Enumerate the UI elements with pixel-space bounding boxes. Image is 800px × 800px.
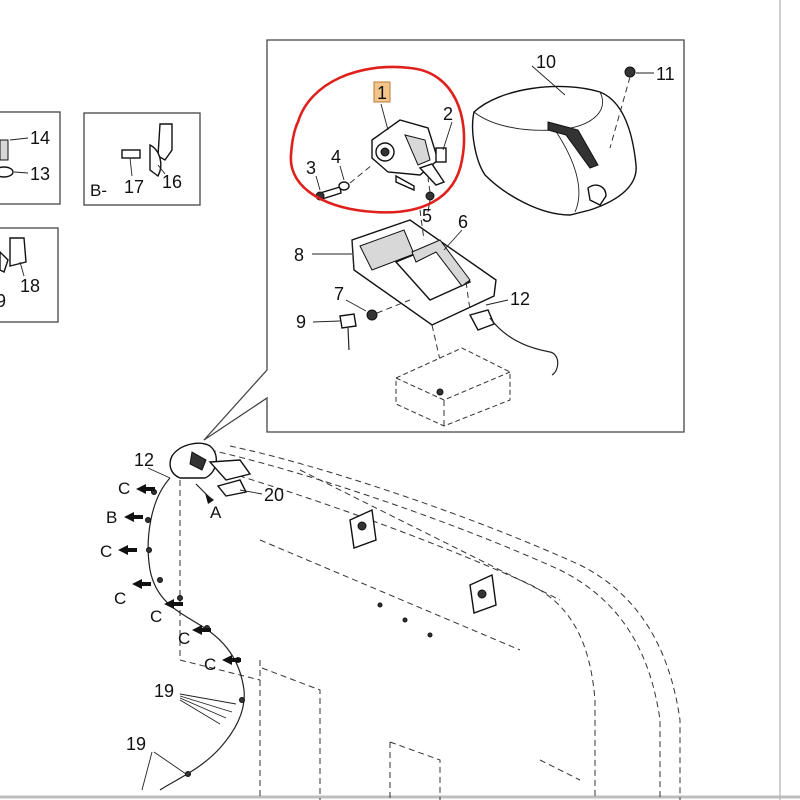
callout-1-badge bbox=[373, 81, 391, 103]
view-b-header: B- bbox=[90, 181, 107, 200]
washer-part-4: 4 bbox=[331, 147, 373, 191]
callout-18: 18 bbox=[20, 276, 40, 296]
callout-8: 8 bbox=[294, 245, 304, 265]
callout-6: 6 bbox=[458, 212, 468, 232]
detail-box: 10 11 1 2 3 bbox=[203, 39, 685, 441]
wire-part-12: 12 bbox=[468, 289, 559, 376]
view-c-letter-4: C bbox=[150, 607, 162, 626]
bracket-part-8: 8 6 bbox=[294, 209, 497, 361]
view-c-letter-5: C bbox=[178, 629, 190, 648]
callout-19-upper: 19 bbox=[154, 681, 174, 701]
callout-9-edge: 9 bbox=[0, 291, 6, 311]
callout-16: 16 bbox=[162, 172, 182, 192]
callout-13: 13 bbox=[30, 164, 50, 184]
view-c-letter-3: C bbox=[114, 589, 126, 608]
callout-19-lower: 19 bbox=[126, 734, 146, 754]
callout-12-lower: 12 bbox=[134, 450, 154, 470]
bolt-part-11: 11 bbox=[609, 64, 675, 149]
callout-19-group: 19 19 bbox=[126, 681, 237, 791]
callout-10: 10 bbox=[536, 52, 556, 72]
highlight-ellipse bbox=[289, 65, 466, 214]
callout-12: 12 bbox=[510, 289, 530, 309]
view-arrows: C B C C C C C bbox=[100, 479, 241, 674]
callout-17: 17 bbox=[124, 177, 144, 197]
view-b-letter: B bbox=[106, 508, 117, 527]
inset-box-18: 18 9 bbox=[0, 227, 59, 323]
view-c-letter-2: C bbox=[100, 542, 112, 561]
inset-box-13-14: 14 13 bbox=[0, 111, 61, 205]
bolt-part-9: 9 bbox=[296, 312, 357, 351]
inset-box-b: B- 17 16 bbox=[83, 112, 201, 206]
callout-1: 1 bbox=[377, 83, 387, 103]
screw-part-5: 5 bbox=[422, 177, 435, 226]
callout-14: 14 bbox=[30, 128, 50, 148]
callout-20: 20 bbox=[264, 485, 284, 505]
canopy-assembly: 20 A 12 C B C C C bbox=[100, 442, 681, 800]
view-c-letter-6: C bbox=[204, 655, 216, 674]
callout-7: 7 bbox=[334, 284, 344, 304]
callout-2: 2 bbox=[443, 104, 453, 124]
callout-11: 11 bbox=[656, 64, 675, 84]
cover-part-10: 10 bbox=[471, 52, 637, 216]
view-a-letter: A bbox=[210, 503, 222, 522]
nut-part-7: 7 bbox=[334, 284, 411, 321]
switch-part-1: 1 bbox=[371, 81, 447, 192]
view-c-letter-1: C bbox=[118, 479, 130, 498]
callout-9: 9 bbox=[296, 312, 306, 332]
callout-4: 4 bbox=[331, 147, 341, 167]
callout-3: 3 bbox=[306, 158, 316, 178]
mounting-block bbox=[395, 347, 511, 427]
callout-5: 5 bbox=[422, 206, 432, 226]
